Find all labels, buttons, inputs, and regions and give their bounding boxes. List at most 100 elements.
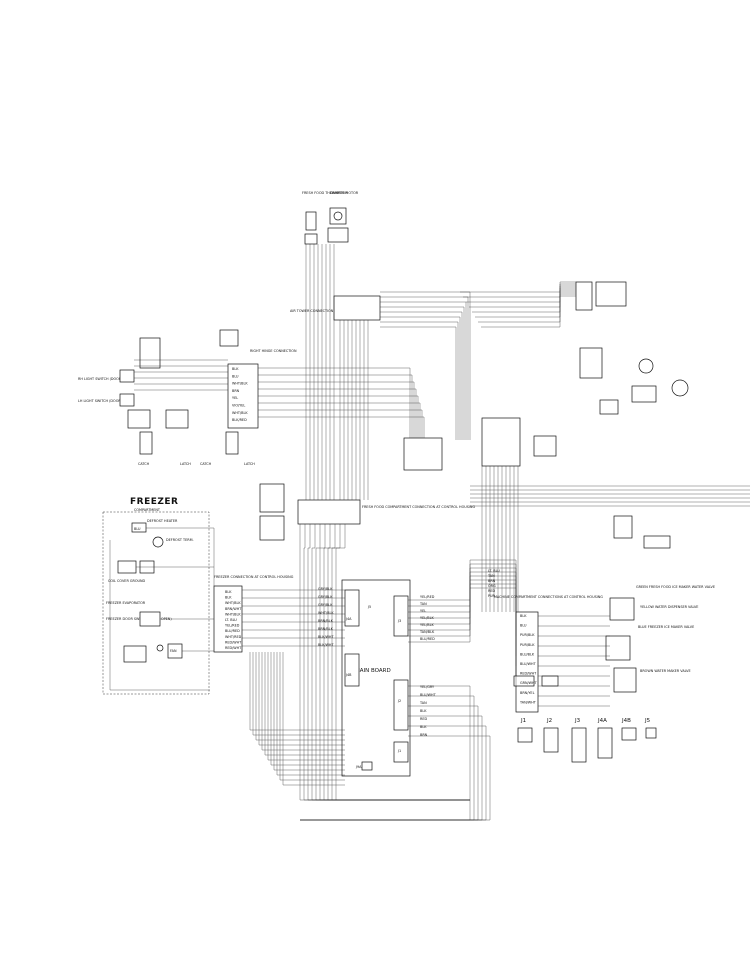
wire-color-label: BRN bbox=[420, 733, 428, 737]
svg-text:DAMPER MOTOR: DAMPER MOTOR bbox=[330, 191, 359, 195]
svg-text:LATCH: LATCH bbox=[180, 462, 191, 466]
svg-text:GREEN FRESH FOOD ICE MAKER WAT: GREEN FRESH FOOD ICE MAKER WATER VALVE bbox=[636, 585, 715, 589]
wire bbox=[380, 301, 467, 440]
svg-text:FREEZER CONNECTION AT CONTROL: FREEZER CONNECTION AT CONTROL HOUSING bbox=[214, 575, 294, 579]
air-tower-connector bbox=[333, 295, 381, 321]
wire-color-label: WHT/BLK bbox=[232, 411, 248, 415]
svg-text:MACHINE COMPARTMENT CONNECTION: MACHINE COMPARTMENT CONNECTIONS AT CONTR… bbox=[494, 595, 603, 599]
defrost-heater-label: DEFROST HEATER bbox=[147, 519, 178, 523]
freezer-connection: FREEZER CONNECTION AT CONTROL HOUSING bbox=[213, 575, 294, 653]
wire bbox=[282, 652, 345, 786]
wire-color-label: GRN/WHT bbox=[520, 681, 538, 685]
wire-color-label: RED/WHT bbox=[520, 672, 537, 676]
wire bbox=[460, 281, 576, 293]
wire bbox=[258, 388, 417, 438]
wire-color-label: TAN bbox=[487, 574, 495, 578]
wire-color-label: TAN bbox=[419, 602, 427, 606]
wire bbox=[463, 283, 576, 298]
wire-color-label: YEL/RED bbox=[420, 595, 435, 599]
wire-color-label: PUR/BLK bbox=[520, 633, 535, 637]
svg-text:FRESH FOOD THERMISTOR: FRESH FOOD THERMISTOR bbox=[302, 191, 348, 195]
svg-text:YELLOW WATER DISPENSER VALVE: YELLOW WATER DISPENSER VALVE bbox=[640, 605, 698, 609]
wire-color-label: BLU/RED bbox=[420, 637, 435, 641]
wire-color-label: YEL bbox=[232, 396, 238, 400]
wire bbox=[380, 316, 461, 440]
wire-color-label: BLU/RED bbox=[225, 629, 240, 633]
wire-color-label: BRN/YEL bbox=[520, 691, 535, 695]
wire-color-label: BRN/BLK bbox=[318, 619, 334, 623]
mc-connector-small bbox=[533, 435, 557, 457]
wire-color-label: YEL/RED bbox=[225, 624, 240, 628]
board-j1-label: J1 bbox=[397, 749, 401, 753]
main-board-label: MAIN BOARD bbox=[355, 668, 391, 674]
fresh-food-thermistor: FRESH FOOD THERMISTOR bbox=[302, 191, 348, 245]
wire-color-label: BLU bbox=[520, 624, 527, 628]
wire-color-label: BLK bbox=[520, 614, 527, 618]
svg-text:LH LIGHT SWITCH (DOOR OPEN): LH LIGHT SWITCH (DOOR OPEN) bbox=[78, 399, 133, 403]
wire bbox=[273, 652, 345, 771]
wire-color-label: BRN/WHT bbox=[225, 607, 242, 611]
wire-color-label: BLU/WHT bbox=[520, 662, 537, 666]
wire-color-label: BRN bbox=[232, 389, 240, 393]
ff-connector-upper bbox=[403, 437, 443, 471]
wire bbox=[258, 367, 411, 438]
wire-color-label: GRY/BLK bbox=[318, 603, 333, 607]
wire-color-label: VIO/YEL bbox=[232, 404, 245, 408]
wire bbox=[258, 409, 423, 438]
wire-color-label: TAN/WHT bbox=[519, 700, 537, 704]
j2-label: J2 bbox=[546, 718, 552, 724]
wire-color-label: RED/WHT bbox=[225, 646, 242, 650]
wire-color-label: TAN/BLK bbox=[419, 630, 435, 634]
wire-color-label: BRN bbox=[488, 579, 496, 583]
wire-color-label: BLK bbox=[420, 709, 427, 713]
freezer-door-switch-label: FREEZER DOOR SWITCH (DOOR OPEN) bbox=[106, 617, 172, 621]
wire bbox=[258, 374, 413, 438]
freezer-title: FREEZER bbox=[130, 497, 178, 507]
wire bbox=[276, 652, 345, 776]
wire-color-label: RED/WHT bbox=[225, 640, 242, 644]
wire bbox=[267, 652, 345, 761]
wire bbox=[261, 652, 345, 751]
wire bbox=[255, 652, 345, 741]
wire bbox=[279, 652, 345, 781]
air-tower-label: AIR TOWER CONNECTION bbox=[290, 309, 334, 313]
wire bbox=[252, 652, 345, 736]
wire-harness bbox=[109, 244, 750, 821]
wire-color-label: YEL/GRY bbox=[420, 685, 435, 689]
wire-color-label: BLK bbox=[225, 590, 232, 594]
wire-color-label: BLU/BLK bbox=[520, 652, 535, 656]
machine-compartment: MACHINE COMPARTMENT CONNECTIONS AT CONTR… bbox=[494, 595, 603, 713]
wire-color-label: YEL bbox=[420, 609, 426, 613]
wire-color-label: LT. BLU bbox=[225, 618, 237, 622]
board-j4a-label: J4A bbox=[345, 617, 352, 621]
freezer-compartment: FREEZER COMPARTMENT BLU DEFROST HEATER D… bbox=[102, 497, 210, 695]
svg-text:LATCH: LATCH bbox=[244, 462, 255, 466]
board-j2-label: J2 bbox=[397, 699, 401, 703]
wire bbox=[472, 289, 576, 313]
board-j3-label: J3 bbox=[397, 619, 401, 623]
wire-color-label: BRN/BLK bbox=[318, 627, 334, 631]
wire-color-label: RED bbox=[420, 717, 427, 721]
left-switches: RH LIGHT SWITCH (DOOR OPEN) LH LIGHT SWI… bbox=[78, 337, 285, 541]
wire-color-label: YEL/BLK bbox=[420, 616, 434, 620]
svg-text:RIGHT HINGE CONNECTION: RIGHT HINGE CONNECTION bbox=[250, 349, 297, 353]
defrost-blu-label: BLU bbox=[134, 527, 141, 531]
fan-label: FAN bbox=[170, 649, 177, 653]
wire-color-label: TAN bbox=[419, 701, 427, 705]
j3-label: J3 bbox=[574, 718, 581, 724]
wire bbox=[380, 311, 463, 440]
wire-color-label: BLU/WHT bbox=[420, 693, 437, 697]
wire bbox=[264, 652, 345, 756]
wire-color-label: BLK/WHT bbox=[318, 635, 334, 639]
wire bbox=[380, 321, 459, 440]
wire bbox=[258, 652, 345, 746]
wire-color-label: BLK/WHT bbox=[318, 643, 334, 647]
coil-cover-label: COIL COVER GROUND bbox=[108, 579, 146, 583]
wire bbox=[380, 291, 471, 440]
wire-color-label: PUR bbox=[488, 594, 496, 598]
defrost-term-label: DEFROST TERM. bbox=[166, 538, 194, 542]
svg-text:BLUE FREEZER ICE MAKER VALVE: BLUE FREEZER ICE MAKER VALVE bbox=[638, 625, 694, 629]
mc-connector-upper bbox=[481, 417, 521, 467]
wire-color-label: WHT/BLK bbox=[225, 601, 241, 605]
